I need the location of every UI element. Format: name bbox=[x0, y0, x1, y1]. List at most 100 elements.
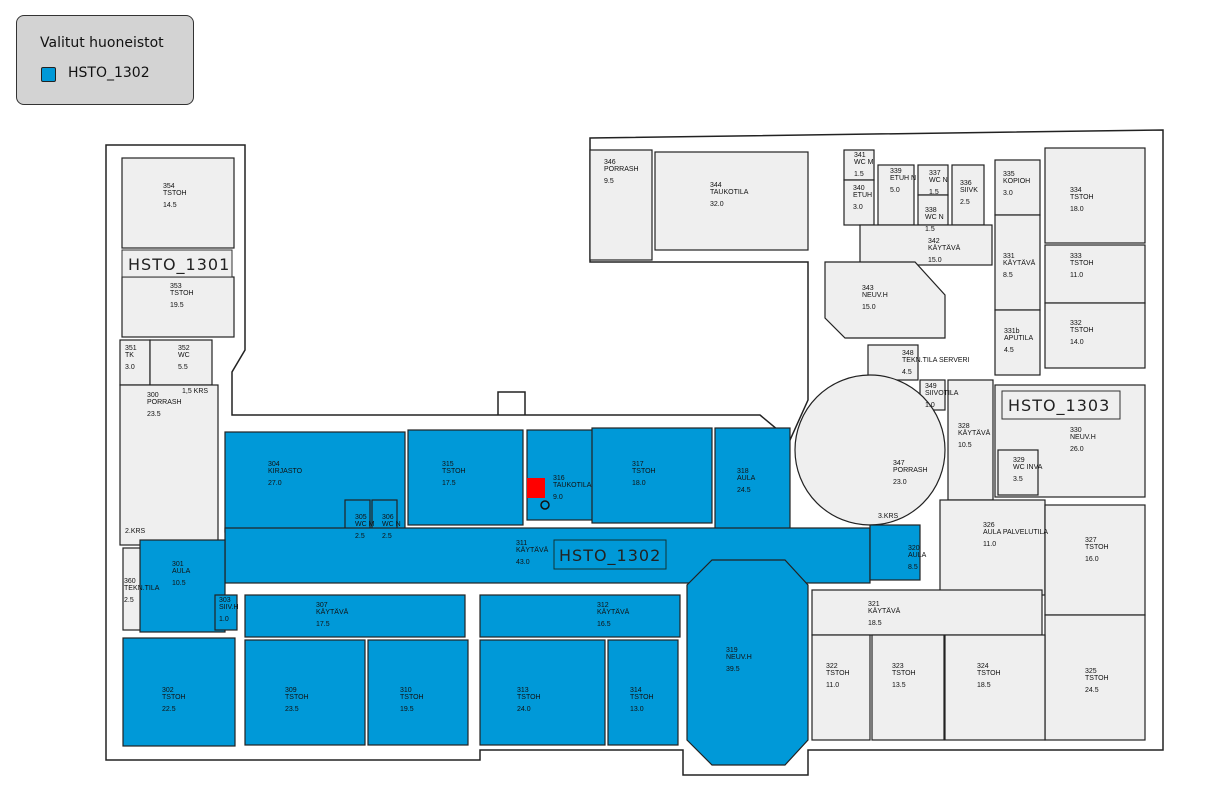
room-327[interactable] bbox=[1044, 504, 1146, 616]
apartment-label-1303[interactable]: HSTO_1303 bbox=[1001, 390, 1121, 420]
room-name: KÄYTÄVÄ bbox=[1003, 259, 1036, 267]
room-335[interactable] bbox=[994, 159, 1041, 216]
room-area: 2.5 bbox=[355, 533, 365, 540]
room-name: KÄYTÄVÄ bbox=[868, 607, 901, 615]
room-number: 306 bbox=[382, 514, 394, 521]
room-314[interactable] bbox=[607, 639, 679, 746]
room-341[interactable] bbox=[843, 149, 875, 181]
room-336[interactable] bbox=[951, 164, 985, 226]
room-343[interactable] bbox=[824, 261, 946, 339]
room-351[interactable] bbox=[119, 339, 151, 386]
room-number: 315 bbox=[442, 461, 454, 468]
room-shapes[interactable] bbox=[119, 147, 1146, 766]
room-348[interactable] bbox=[867, 344, 919, 381]
selected-marker[interactable] bbox=[527, 478, 545, 498]
room-323[interactable] bbox=[871, 634, 945, 741]
room-347[interactable] bbox=[794, 374, 946, 526]
room-326[interactable] bbox=[939, 499, 1046, 596]
room-number: 325 bbox=[1085, 668, 1097, 675]
room-area: 19.5 bbox=[400, 706, 414, 713]
room-324[interactable] bbox=[944, 634, 1046, 741]
room-number: 324 bbox=[977, 663, 989, 670]
apartment-label-1301[interactable]: HSTO_1301 bbox=[121, 249, 233, 278]
stair-note: 1,5 KRS bbox=[182, 388, 208, 395]
apartment-label-1302[interactable]: HSTO_1302 bbox=[553, 539, 667, 570]
room-319[interactable] bbox=[686, 559, 809, 766]
room-area: 18.0 bbox=[1070, 206, 1084, 213]
room-340[interactable] bbox=[843, 179, 875, 226]
room-334[interactable] bbox=[1044, 147, 1146, 244]
room-333[interactable] bbox=[1044, 244, 1146, 304]
room-315[interactable] bbox=[407, 429, 524, 526]
room-317[interactable] bbox=[591, 427, 713, 524]
room-302[interactable] bbox=[122, 637, 236, 747]
room-area: 3.5 bbox=[1013, 476, 1023, 483]
room-321[interactable] bbox=[811, 589, 1043, 636]
room-area: 2.5 bbox=[960, 199, 970, 206]
room-320[interactable] bbox=[869, 524, 921, 581]
apartment-label-text: HSTO_1303 bbox=[1008, 396, 1110, 416]
room-name: WC N bbox=[925, 214, 944, 221]
room-300[interactable] bbox=[119, 384, 219, 546]
room-354[interactable] bbox=[121, 157, 235, 249]
room-338[interactable] bbox=[917, 194, 949, 226]
room-301[interactable] bbox=[139, 539, 226, 633]
room-number: 340 bbox=[853, 185, 865, 192]
room-309[interactable] bbox=[244, 639, 366, 746]
room-number: 305 bbox=[355, 514, 367, 521]
room-name: PORRASH bbox=[893, 467, 928, 474]
room-328[interactable] bbox=[947, 379, 994, 501]
room-area: 1.5 bbox=[854, 171, 864, 178]
room-316[interactable] bbox=[526, 429, 596, 521]
room-303[interactable] bbox=[214, 594, 238, 631]
room-313[interactable] bbox=[479, 639, 606, 746]
room-329[interactable] bbox=[997, 449, 1039, 496]
room-322[interactable] bbox=[811, 634, 871, 741]
room-352[interactable] bbox=[149, 339, 213, 386]
room-307[interactable] bbox=[244, 594, 466, 638]
room-number: 360 bbox=[124, 578, 136, 585]
room-number: 338 bbox=[925, 207, 937, 214]
room-area: 23.0 bbox=[893, 479, 907, 486]
room-name: AULA bbox=[737, 475, 756, 482]
room-name: TSTOH bbox=[977, 670, 1001, 677]
room-area: 1.0 bbox=[219, 616, 229, 623]
room-number: 303 bbox=[219, 597, 231, 604]
room-342[interactable] bbox=[859, 224, 993, 266]
room-area: 17.5 bbox=[316, 621, 330, 628]
room-325[interactable] bbox=[1044, 614, 1146, 741]
room-area: 39.5 bbox=[726, 666, 740, 673]
room-312[interactable] bbox=[479, 594, 681, 638]
room-area: 3.0 bbox=[853, 204, 863, 211]
room-area: 5.5 bbox=[178, 364, 188, 371]
room-310[interactable] bbox=[367, 639, 469, 746]
room-344[interactable] bbox=[654, 151, 809, 251]
room-area: 15.0 bbox=[928, 257, 942, 264]
room-number: 316 bbox=[553, 475, 565, 482]
room-331b[interactable] bbox=[994, 309, 1041, 376]
room-331[interactable] bbox=[994, 214, 1041, 311]
room-area: 4.5 bbox=[1004, 347, 1014, 354]
room-number: 320 bbox=[908, 545, 920, 552]
room-346[interactable] bbox=[589, 149, 653, 261]
room-332[interactable] bbox=[1044, 302, 1146, 369]
room-name: KÄYTÄVÄ bbox=[516, 546, 549, 554]
room-318[interactable] bbox=[714, 427, 791, 544]
